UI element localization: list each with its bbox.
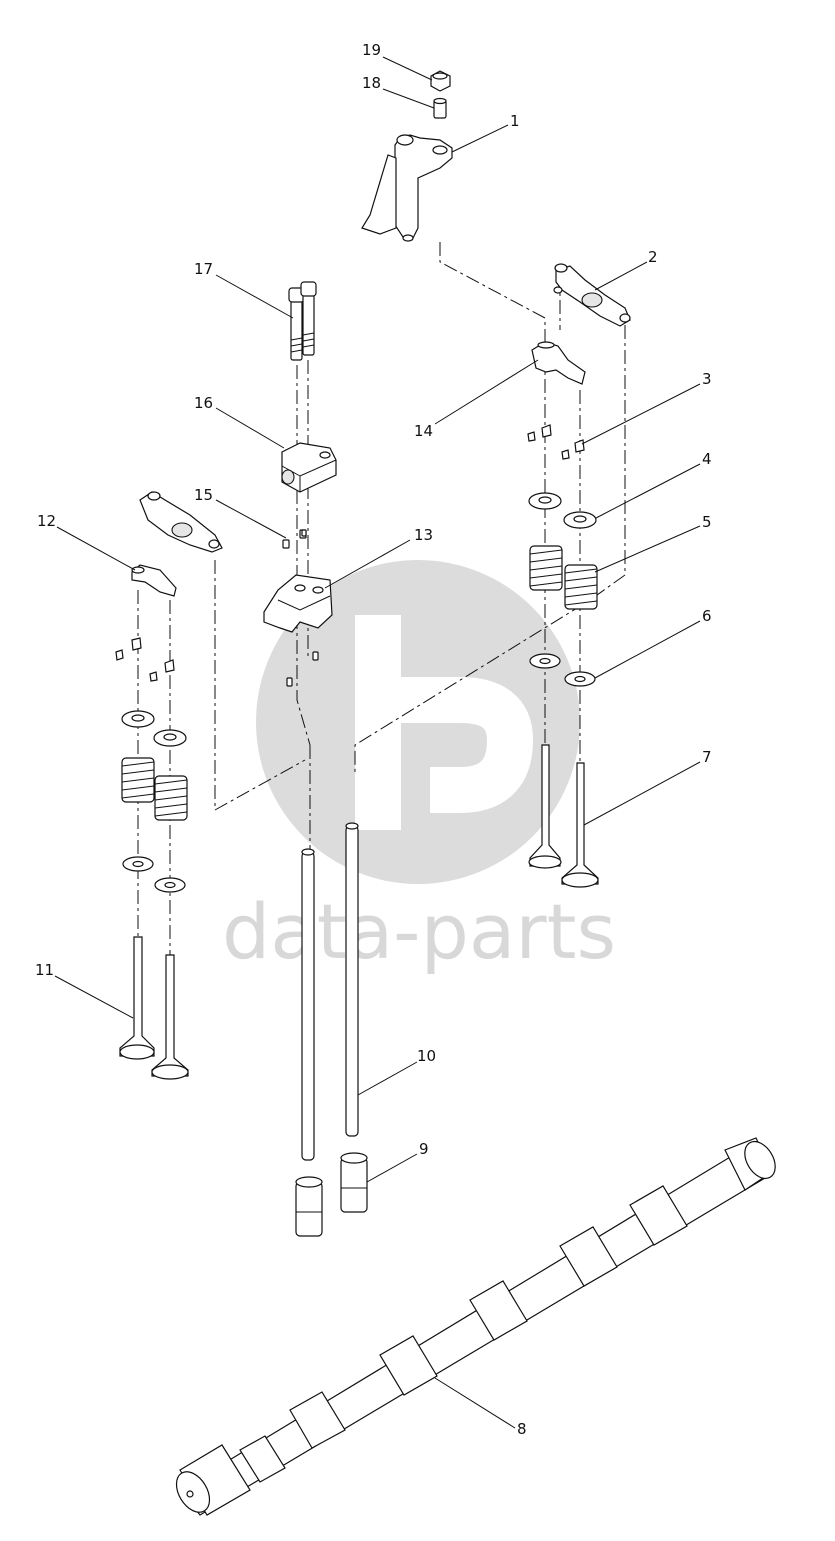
callout-12: 12 <box>37 512 56 530</box>
part-11-valve <box>119 936 189 1080</box>
callout-2: 2 <box>648 248 658 266</box>
callout-6: 6 <box>702 607 712 625</box>
part-19-nut <box>430 70 451 92</box>
part-5-valve-spring <box>529 545 598 610</box>
callout-14: 14 <box>414 422 433 440</box>
part-17-bolt <box>288 281 317 361</box>
part-3-valve-keepers <box>527 424 585 460</box>
part-2-rocker-arm <box>553 263 631 327</box>
part-14-support <box>531 341 586 385</box>
part-9-tappet <box>295 1152 368 1237</box>
spring-retainers-left <box>121 710 187 747</box>
part-12-support <box>131 564 177 597</box>
part-15-dowel <box>282 529 319 687</box>
valve-springs-left <box>121 757 188 821</box>
callout-9: 9 <box>419 1140 429 1158</box>
callout-labels: 19 18 1 2 3 4 5 6 7 8 9 10 11 12 13 14 1… <box>35 41 712 1438</box>
callout-7: 7 <box>702 748 712 766</box>
callout-18: 18 <box>362 74 381 92</box>
part-18-sleeve <box>433 97 447 119</box>
part-7-valve <box>528 744 599 888</box>
part-6-washer <box>529 653 596 687</box>
callout-10: 10 <box>417 1047 436 1065</box>
callout-15: 15 <box>194 486 213 504</box>
callout-16: 16 <box>194 394 213 412</box>
watermark-logo-cutout <box>355 615 534 830</box>
callout-5: 5 <box>702 513 712 531</box>
rocker-arm-left <box>139 491 223 553</box>
part-10-push-rod <box>301 822 359 1161</box>
callout-1: 1 <box>510 112 520 130</box>
part-1-bracket <box>361 134 453 242</box>
callout-11: 11 <box>35 961 54 979</box>
callout-17: 17 <box>194 260 213 278</box>
leader-lines <box>54 56 701 1429</box>
watermark: data-parts <box>222 560 616 976</box>
watermark-text: data-parts <box>222 887 616 976</box>
part-16-block <box>281 442 337 493</box>
valve-keepers-left <box>115 637 175 682</box>
part-4-spring-retainer <box>528 492 597 529</box>
callout-3: 3 <box>702 370 712 388</box>
part-8-camshaft <box>175 1137 776 1516</box>
callout-13: 13 <box>414 526 433 544</box>
callout-8: 8 <box>517 1420 527 1438</box>
callout-4: 4 <box>702 450 712 468</box>
washers-left <box>122 856 186 893</box>
callout-19: 19 <box>362 41 381 59</box>
part-13-pedestal <box>263 574 333 633</box>
